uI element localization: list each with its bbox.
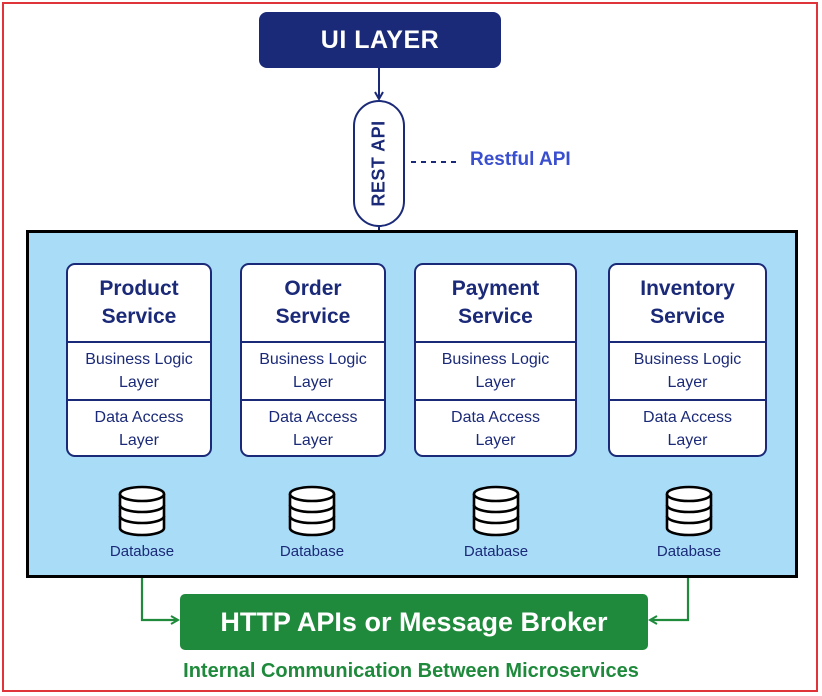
service-title-line1: Inventory: [640, 277, 735, 300]
logic-line1: Business Logic: [441, 351, 550, 368]
inventory-service-card: Inventory Service Business Logic Layer D…: [608, 263, 767, 457]
database-label: Database: [656, 543, 722, 560]
product-service-card: Product Service Business Logic Layer Dat…: [66, 263, 212, 457]
data-line1: Data Access: [94, 409, 184, 426]
service-title-line1: Order: [284, 277, 342, 300]
payment-service-card: Payment Service Business Logic Layer Dat…: [414, 263, 577, 457]
data-line2: Layer: [475, 432, 516, 449]
database-icon: [118, 485, 166, 537]
service-title-line2: Service: [650, 305, 725, 328]
left-broker-connector: [140, 578, 178, 620]
logic-line2: Layer: [118, 374, 160, 391]
ui-layer-box: UI LAYER: [259, 12, 501, 68]
database-label: Database: [109, 543, 175, 560]
data-line1: Data Access: [451, 409, 540, 426]
business-logic-layer: Business Logic Layer: [68, 343, 210, 401]
business-logic-layer: Business Logic Layer: [242, 343, 384, 401]
service-title: Product Service: [68, 265, 210, 343]
service-title-line1: Payment: [451, 277, 540, 300]
data-access-layer: Data Access Layer: [68, 401, 210, 455]
logic-line1: Business Logic: [633, 351, 742, 368]
service-title: Payment Service: [416, 265, 575, 343]
data-line1: Data Access: [268, 409, 358, 426]
business-logic-layer: Business Logic Layer: [416, 343, 575, 401]
rest-api-pill: REST API: [353, 100, 405, 227]
order-service-card: Order Service Business Logic Layer Data …: [240, 263, 386, 457]
data-line2: Layer: [118, 432, 160, 449]
internal-communication-caption: Internal Communication Between Microserv…: [183, 660, 639, 682]
service-title-line2: Service: [101, 305, 177, 328]
data-access-layer: Data Access Layer: [242, 401, 384, 455]
logic-line1: Business Logic: [85, 351, 193, 368]
database-label: Database: [463, 543, 529, 560]
data-line2: Layer: [667, 432, 708, 449]
service-title-line2: Service: [458, 305, 533, 328]
ui-layer-label: UI LAYER: [320, 25, 440, 54]
logic-line2: Layer: [292, 374, 334, 391]
data-line1: Data Access: [643, 409, 732, 426]
database-icon: [288, 485, 336, 537]
business-logic-layer: Business Logic Layer: [610, 343, 765, 401]
database-label: Database: [279, 543, 345, 560]
right-broker-connector: [650, 578, 690, 620]
service-title-line1: Product: [99, 277, 179, 300]
data-line2: Layer: [292, 432, 334, 449]
logic-line2: Layer: [475, 374, 516, 391]
service-title: Order Service: [242, 265, 384, 343]
database-icon: [472, 485, 520, 537]
data-access-layer: Data Access Layer: [610, 401, 765, 455]
logic-line1: Business Logic: [259, 351, 367, 368]
logic-line2: Layer: [667, 374, 708, 391]
service-title: Inventory Service: [610, 265, 765, 343]
rest-api-label: REST API: [368, 120, 389, 207]
restful-api-note: Restful API: [470, 149, 571, 170]
message-broker-box: HTTP APIs or Message Broker: [180, 594, 648, 650]
data-access-layer: Data Access Layer: [416, 401, 575, 455]
database-icon: [665, 485, 713, 537]
message-broker-label: HTTP APIs or Message Broker: [220, 606, 608, 637]
service-title-line2: Service: [275, 305, 351, 328]
